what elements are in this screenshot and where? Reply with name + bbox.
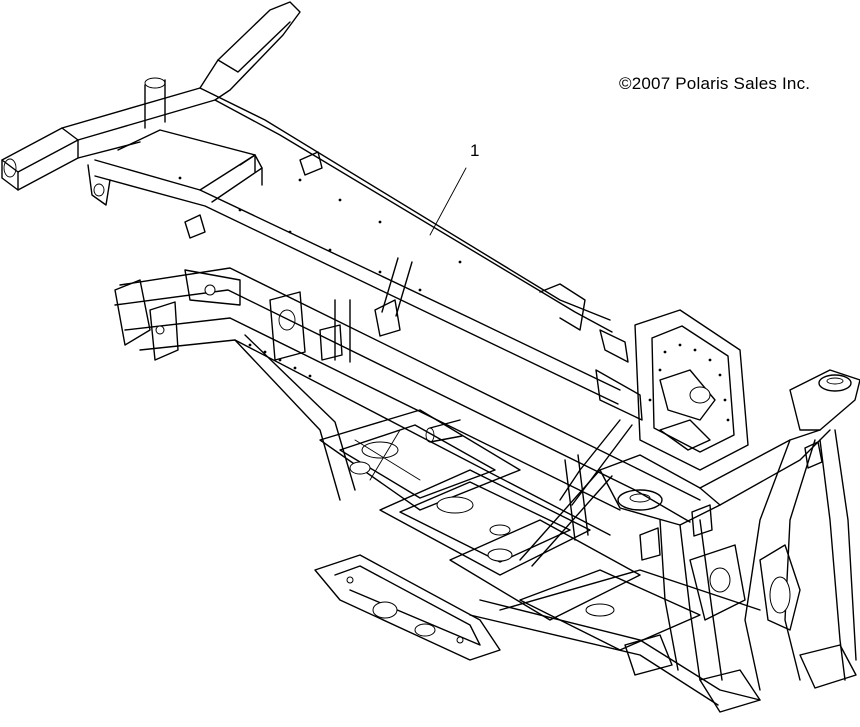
upper-front-frame — [1, 1, 629, 405]
callout-1-leader — [429, 167, 467, 236]
rear-bulkhead — [599, 309, 860, 713]
callout-1-label: 1 — [470, 141, 480, 160]
main-chassis — [114, 267, 761, 706]
copyright-notice: ©2007 Polaris Sales Inc. — [619, 74, 811, 93]
